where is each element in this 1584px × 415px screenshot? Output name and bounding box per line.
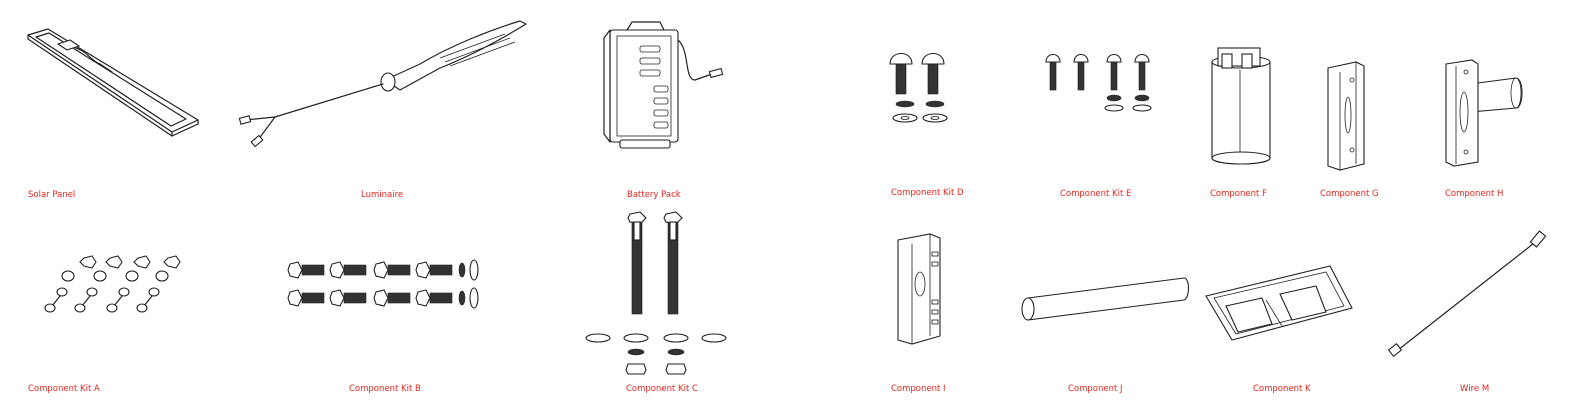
solar-panel-label: Solar Panel [28,190,76,200]
component-kit-b-label: Component Kit B [349,384,421,394]
component-kit-c-drawing [585,211,727,375]
component-h-label: Component H [1445,189,1504,199]
component-kit-e-drawing [1045,53,1152,112]
component-f-drawing [1211,47,1271,165]
component-kit-e-label: Component Kit E [1060,189,1132,199]
component-kit-a-label: Component Kit A [28,384,100,394]
component-i-label: Component I [891,384,946,394]
component-k-drawing [1205,265,1353,341]
wire-m-label: Wire M [1460,384,1490,394]
component-i-drawing [897,233,941,345]
component-f-label: Component F [1210,189,1267,199]
wire-m-drawing [1387,230,1547,358]
luminaire-label: Luminaire [361,190,404,200]
battery-pack-label: Battery Pack [627,190,681,200]
component-k-label: Component K [1253,384,1311,394]
component-g-drawing [1327,61,1365,171]
component-h-drawing [1445,59,1523,167]
battery-pack-drawing [603,21,724,149]
component-kit-d-drawing [889,52,948,123]
luminaire-drawing [238,20,527,148]
component-kit-c-label: Component Kit C [626,384,698,394]
component-g-label: Component G [1320,189,1379,199]
component-j-drawing [1021,277,1190,321]
component-kit-a-drawing [44,255,181,313]
component-j-label: Component J [1068,384,1123,394]
solar-panel-drawing [27,28,199,137]
component-kit-b-drawing [287,259,479,309]
component-kit-d-label: Component Kit D [891,188,964,198]
